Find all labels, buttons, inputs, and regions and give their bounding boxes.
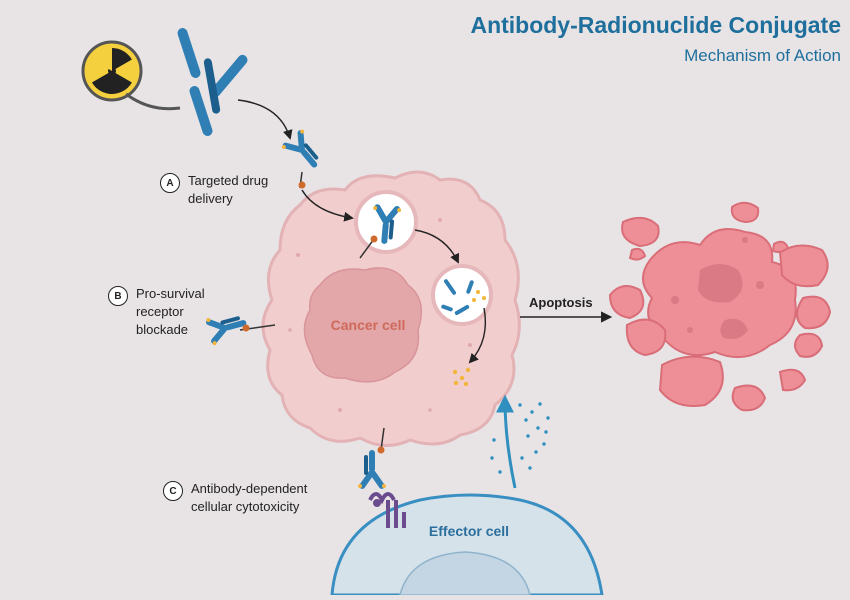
step-c-label: Antibody-dependent cellular cytotoxicity [191, 481, 308, 514]
diagram-title: Antibody-Radionuclide Conjugate [470, 12, 841, 38]
step-c: C Antibody-dependent cellular cytotoxici… [163, 480, 341, 516]
step-b-badge: B [108, 286, 128, 306]
cancer-cell [261, 170, 521, 447]
cancer-cell-label: Cancer cell [331, 317, 406, 333]
step-a: A Targeted drug delivery [160, 172, 298, 208]
step-c-badge: C [163, 481, 183, 501]
step-b-label: Pro-survival receptor blockade [136, 286, 205, 337]
step-a-badge: A [160, 173, 180, 193]
apoptotic-cell [608, 201, 832, 412]
effector-cell [330, 493, 604, 597]
adcc-antibody [358, 450, 386, 491]
effector-cell-label: Effector cell [429, 523, 509, 539]
step-b: B Pro-survival receptor blockade [108, 285, 231, 339]
internalized-antibody [370, 202, 402, 246]
diagram-subtitle: Mechanism of Action [684, 46, 841, 65]
released-payload [452, 367, 471, 387]
antibody-conjugate [279, 127, 327, 176]
apoptotic-nuclear-fragments [671, 237, 764, 339]
apoptosis-label: Apoptosis [529, 295, 593, 310]
cytotoxic-granules [490, 394, 550, 489]
radiation-symbol-icon [81, 40, 143, 102]
step-a-label: Targeted drug delivery [188, 173, 269, 206]
antibody-icon [177, 28, 248, 136]
fc-receptor-icon [368, 492, 406, 528]
endosome-2 [431, 264, 493, 326]
receptor-bound-antibody [203, 308, 250, 347]
